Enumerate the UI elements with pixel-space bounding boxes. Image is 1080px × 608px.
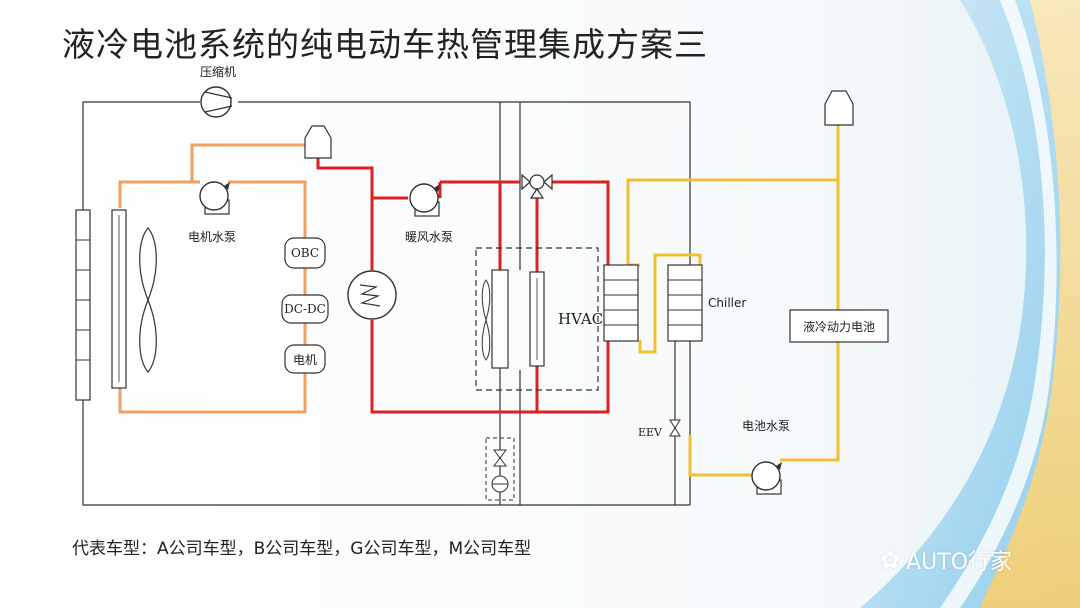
motor-water-pump [199, 181, 230, 215]
heater-water-pump [409, 183, 440, 217]
battery-label: 液冷动力电池 [803, 319, 875, 334]
heater-pump-label: 暖风水泵 [405, 230, 453, 244]
dcdc-label: DC-DC [284, 302, 326, 316]
cooling-fan [139, 227, 157, 373]
plate-heat-exchanger [603, 264, 639, 342]
front-radiator [75, 209, 91, 401]
motor-box: 电机 [284, 344, 326, 374]
refrigerant-valve-block [485, 437, 515, 501]
eev-label: EEV [638, 426, 663, 439]
battery-pump-label: 电池水泵 [742, 419, 790, 433]
three-way-valve [521, 173, 553, 199]
motor-radiator [111, 209, 127, 389]
chiller [667, 264, 703, 342]
heater-coolant-loop [316, 158, 610, 414]
motor-expansion-tank [304, 125, 332, 159]
eev-valve [669, 419, 681, 437]
chiller-label: Chiller [708, 296, 746, 310]
wave-white-shape [940, 0, 1057, 608]
compressor-label: 压缩机 [200, 64, 236, 79]
wave-yellow-shape [980, 0, 1080, 608]
dcdc-box: DC-DC [281, 294, 329, 324]
motor-pump-label: 电机水泵 [188, 230, 236, 244]
wechat-icon: ✿ [880, 546, 901, 574]
compressor [200, 86, 233, 118]
obc-box: OBC [284, 237, 326, 269]
battery-water-pump [751, 461, 782, 495]
vehicle-models-caption: 代表车型：A公司车型，B公司车型，G公司车型，M公司车型 [72, 539, 532, 559]
battery-pack: 液冷动力电池 [789, 309, 889, 343]
obc-label: OBC [291, 246, 319, 260]
watermark: ✿ AUTO行家 [880, 544, 1012, 576]
battery-expansion-tank [824, 90, 854, 126]
watermark-text: AUTO行家 [906, 550, 1013, 575]
slide-title: 液冷电池系统的纯电动车热管理集成方案三 [62, 25, 708, 64]
motor-coolant-loop [118, 143, 307, 414]
hvac-unit: HVAC [475, 247, 603, 391]
ptc-heater [347, 270, 397, 320]
motor-label: 电机 [293, 353, 317, 367]
hvac-label: HVAC [558, 310, 603, 328]
